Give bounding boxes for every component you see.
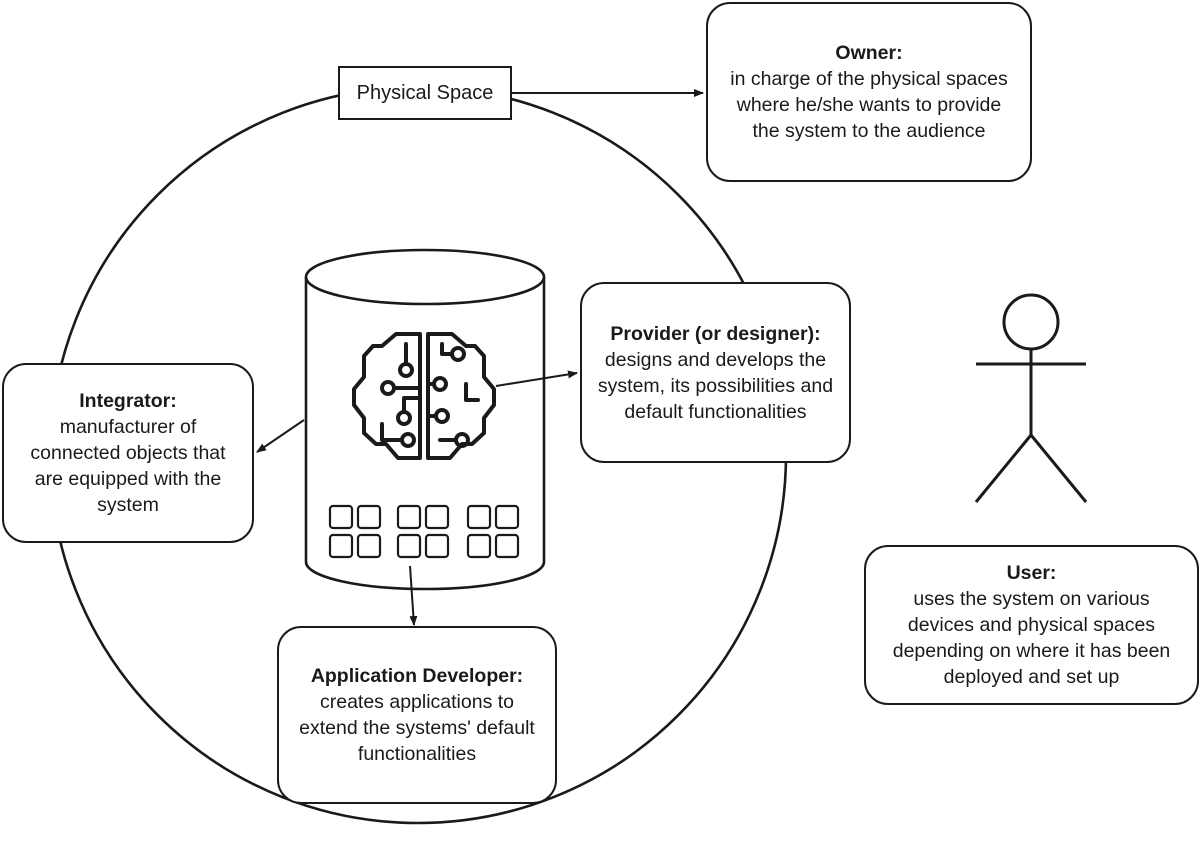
app-grid-icon	[328, 504, 520, 559]
arrow-to-integrator	[256, 419, 305, 453]
provider-description: designs and develops the system, its pos…	[597, 348, 834, 423]
stick-figure-user-icon	[974, 293, 1088, 503]
app-developer-description: creates applications to extend the syste…	[299, 691, 535, 765]
arrow-to-app-developer	[409, 565, 418, 626]
user-title: User:	[1006, 562, 1057, 584]
user-box: User: uses the system on various devices…	[864, 545, 1199, 705]
integrator-description: manufacturer of connected objects that a…	[30, 416, 226, 516]
owner-box: Owner: in charge of the physical spaces …	[706, 2, 1032, 182]
owner-title: Owner:	[835, 42, 903, 64]
owner-description: in charge of the physical spaces where h…	[730, 68, 1008, 142]
provider-box: Provider (or designer): designs and deve…	[580, 282, 851, 463]
integrator-title: Integrator:	[79, 390, 177, 412]
provider-title: Provider (or designer):	[610, 322, 821, 345]
arrow-to-provider	[495, 370, 578, 387]
app-developer-title: Application Developer:	[310, 665, 524, 687]
integrator-box: Integrator: manufacturer of connected ob…	[2, 363, 254, 543]
user-description: uses the system on various devices and p…	[892, 588, 1171, 688]
app-developer-box: Application Developer: creates applicati…	[277, 626, 557, 804]
brain-circuit-icon	[352, 332, 496, 460]
physical-space-label: Physical Space	[338, 66, 512, 120]
